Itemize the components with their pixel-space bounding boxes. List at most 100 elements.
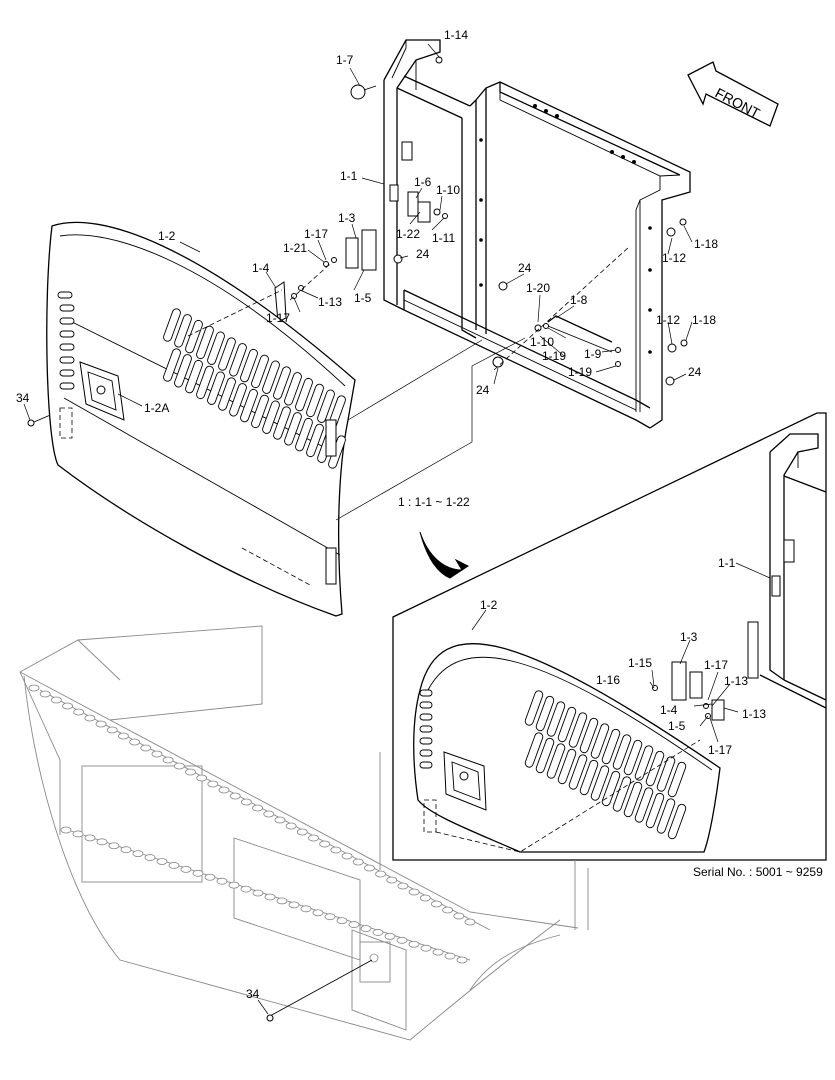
vent-slot [262, 360, 280, 394]
vent-slot [317, 389, 335, 423]
vent-slot [262, 400, 280, 434]
grip-bubble [60, 826, 72, 834]
grip-bubble [408, 888, 420, 896]
grip-bubble [73, 708, 85, 716]
callout-label: 24 [416, 247, 430, 261]
grip-bubble [229, 792, 241, 800]
grip-bubble [240, 885, 252, 893]
grip-bubble [336, 917, 348, 925]
vent-slot [295, 377, 313, 412]
grip-bubble [95, 720, 107, 728]
callouts-bottom: 34 [246, 987, 260, 1001]
callout-label: 1-20 [526, 281, 550, 295]
callout-label: 1-18 [694, 237, 718, 251]
grip-bubble [28, 684, 40, 692]
grip-bubble [386, 876, 398, 884]
grip-bubble [62, 702, 73, 710]
callout-label: 1-5 [354, 291, 372, 305]
detail-vent-slot [568, 712, 588, 748]
detail-vent-slot [667, 761, 687, 798]
callout-label: 34 [246, 987, 260, 1001]
grip-bubble [151, 750, 163, 758]
grip-bubble [72, 830, 84, 838]
side-panel-main [46, 221, 356, 617]
serial-note: Serial No. : 5001 ~ 9259 [693, 865, 823, 879]
grip-bubble [360, 925, 372, 932]
callout-label: 1-4 [660, 703, 678, 717]
callout-label: 1-2 [480, 598, 498, 612]
callout-label: 1-5 [668, 719, 686, 733]
grip-bubble [420, 944, 432, 952]
grip-bubble [140, 744, 152, 752]
callout-label: 1-16 [596, 673, 620, 687]
callout-label: 1-11 [432, 231, 455, 245]
grip-bubble [118, 732, 129, 740]
grip-bubble [106, 726, 118, 734]
grip-bubble [276, 897, 288, 905]
grip-bubble [144, 854, 156, 861]
grip-bubble [296, 828, 308, 836]
callout-label: 1-6 [414, 175, 432, 189]
callout-label: 1-1 [340, 169, 358, 183]
grip-bubble [204, 873, 216, 881]
vent-slot [218, 377, 236, 411]
vent-slot [284, 412, 302, 446]
grip-bubble [228, 881, 240, 889]
grip-bubble [241, 798, 252, 806]
vent-slot [284, 372, 302, 406]
callout-label: 1-17 [704, 658, 728, 672]
callout-label: 1-4 [252, 261, 270, 275]
panel-handle [79, 361, 125, 421]
grip-bubble [129, 738, 141, 746]
detail-vent-slot [623, 781, 643, 818]
vent-slot [196, 325, 214, 360]
hardware-upper [27, 56, 688, 427]
callout-label: 1-7 [336, 53, 354, 67]
left-vent-slots [57, 291, 75, 390]
vent-slot [185, 359, 203, 394]
grip-bubble [348, 921, 360, 928]
grip-bubble [96, 838, 108, 846]
callout-label: 1-17 [266, 311, 290, 325]
grip-bubble [397, 882, 409, 890]
callout-label: 1-18 [692, 313, 716, 327]
detail-vent-slot [612, 734, 632, 770]
callout-label: 1-2A [144, 401, 169, 415]
grip-bubble [419, 894, 431, 902]
grip-bubble [180, 865, 192, 873]
grip-bubble [363, 864, 375, 872]
grip-bubble [156, 858, 168, 865]
detail-vent-slot [601, 770, 621, 807]
grip-bubble [264, 893, 276, 901]
grip-bubble [288, 901, 300, 909]
grip-bubble [444, 952, 456, 960]
detail-vent-slot [645, 792, 665, 829]
detail-vent-slot [546, 701, 566, 737]
detail-left-slots [419, 689, 433, 769]
grip-bubble [312, 909, 324, 917]
detail-vent-slot [623, 739, 643, 776]
callout-label: 1-13 [742, 707, 766, 721]
detail-caption: 1 : 1-1 ~ 1-22 [398, 495, 470, 509]
vent-slot [174, 354, 192, 388]
grip-bubble [456, 956, 468, 964]
detail-vent-slot [568, 754, 588, 790]
detail-vent-slot [590, 723, 610, 759]
grip-bubble [84, 714, 96, 722]
grip-bubble [84, 834, 96, 842]
vent-slot [306, 383, 324, 418]
detail-vent-slot [579, 759, 599, 796]
grip-bubble [396, 936, 408, 944]
callout-label: 1-3 [338, 211, 356, 225]
callout-label: 1-13 [318, 295, 342, 309]
grip-bubble [384, 932, 396, 940]
grip-bubble [192, 869, 204, 877]
detail-handle [443, 751, 487, 811]
callout-label: 1-17 [708, 743, 732, 757]
grip-bubble [352, 858, 364, 866]
callout-label: 24 [518, 261, 532, 275]
detail-vent-slot [645, 750, 665, 787]
grip-bubble [173, 762, 185, 770]
detail-vent-slot [546, 743, 566, 779]
